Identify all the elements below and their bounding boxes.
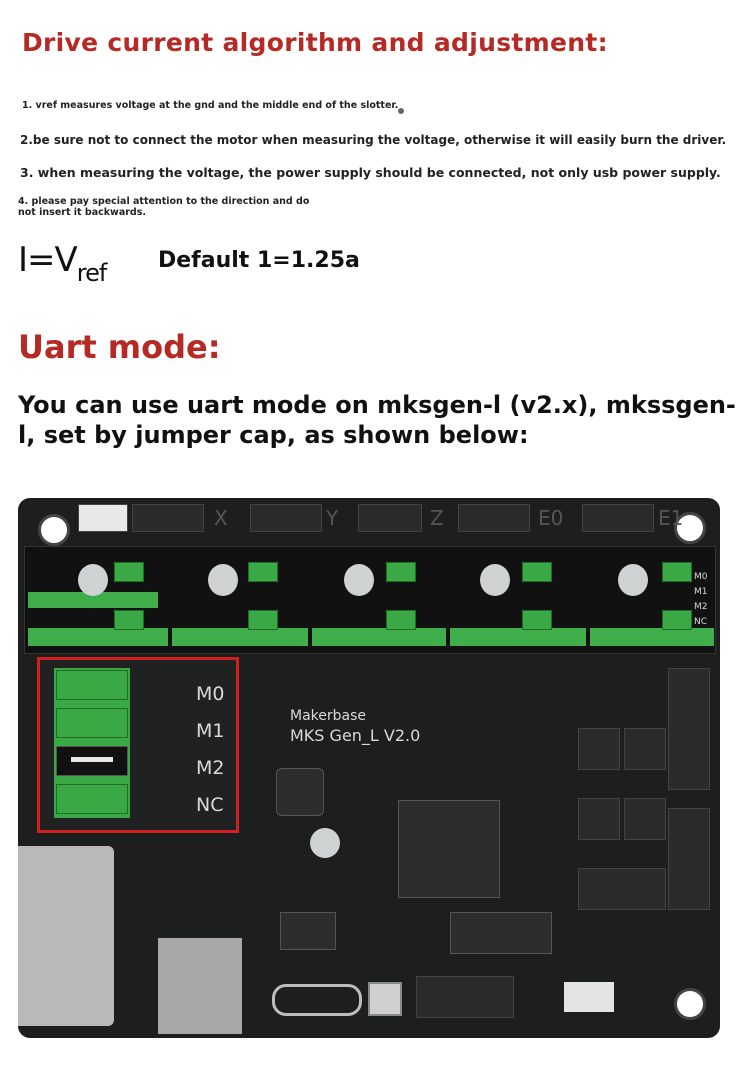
jumper-labels-small: M0 M1 M2 NC [694,570,708,630]
green-terminal [450,628,586,646]
pin-header [624,728,666,770]
axis-label-x: X [214,506,228,530]
jumper-cap [662,610,692,630]
jumper-bridge [71,757,113,762]
pin-header [578,798,620,840]
small-label-m1: M1 [694,587,708,597]
mounting-hole [38,514,70,546]
jumper-zoom-callout: M0 M1 M2 NC [37,657,239,833]
section-heading-uart: Uart mode: [18,328,221,366]
jumper-cap [522,610,552,630]
green-terminal [590,628,714,646]
board-brand: Makerbase [290,708,367,724]
pin-header [668,808,710,910]
inductor [276,768,324,816]
axis-label-e0: E0 [538,506,564,530]
section-heading-drive-current: Drive current algorithm and adjustment: [22,28,608,57]
pin-header [578,728,620,770]
usb-connector [158,938,242,1034]
open-jumper [56,746,128,776]
capacitor [618,564,648,596]
note-2: 2.be sure not to connect the motor when … [20,133,727,147]
jumper-cap [522,562,552,582]
jumper-cap [56,784,128,814]
note-1: 1. vref measures voltage at the gnd and … [22,100,399,111]
board-photo: X Y Z E0 E1 M0 M1 [18,498,720,1038]
ic-chip [450,912,552,954]
capacitor [208,564,238,596]
label-m1: M1 [196,720,225,742]
jst-connector [564,982,614,1012]
jumper-cap [56,670,128,700]
motor-connector [358,504,422,532]
mounting-hole [674,988,706,1020]
jumper-cap [386,610,416,630]
bullet-dot [398,108,404,114]
mounting-hole [674,512,706,544]
green-terminal [172,628,308,646]
jumper-cap [56,708,128,738]
capacitor [310,828,340,858]
pin-header [578,868,666,910]
small-label-m0: M0 [694,572,708,582]
current-formula: I=Vref [18,240,108,287]
ic-chip [280,912,336,950]
jumper-cap [114,610,144,630]
label-nc: NC [196,794,224,816]
motor-connector [458,504,530,532]
jumper-cap [248,562,278,582]
formula-main: I=V [18,240,78,280]
note-4: 4. please pay special attention to the d… [18,196,310,218]
green-terminal [28,628,168,646]
capacitor [480,564,510,596]
pin-header [668,668,710,790]
green-terminal [312,628,446,646]
small-label-m2: M2 [694,602,708,612]
capacitor [78,564,108,596]
jumper-cap [662,562,692,582]
motor-connector [582,504,654,532]
motor-connector [132,504,204,532]
motor-connector [250,504,322,532]
uart-description: You can use uart mode on mksgen-l (v2.x)… [18,391,736,449]
exp-header [416,976,514,1018]
board-model: MKS Gen_L V2.0 [290,726,421,745]
power-terminal [18,846,114,1026]
label-m0: M0 [196,683,225,705]
jumper-cap [114,562,144,582]
axis-label-y: Y [326,506,339,530]
capacitor [344,564,374,596]
jumper-labels: M0 M1 M2 NC [196,676,224,824]
pin-header [624,798,666,840]
green-terminal [28,592,158,608]
jumper-cap [248,610,278,630]
reset-button [368,982,402,1016]
axis-label-e1: E1 [658,506,684,530]
axis-label-z: Z [430,506,444,530]
small-label-nc: NC [694,617,708,627]
driver-modules: M0 M1 M2 NC [26,548,716,652]
note-3: 3. when measuring the voltage, the power… [20,165,721,180]
mcu-chip [398,800,500,898]
label-m2: M2 [196,757,225,779]
jumper-cap [386,562,416,582]
formula-subscript: ref [76,259,108,287]
default-current: Default 1=1.25a [158,248,360,273]
crystal [272,984,362,1016]
motor-connector [78,504,128,532]
